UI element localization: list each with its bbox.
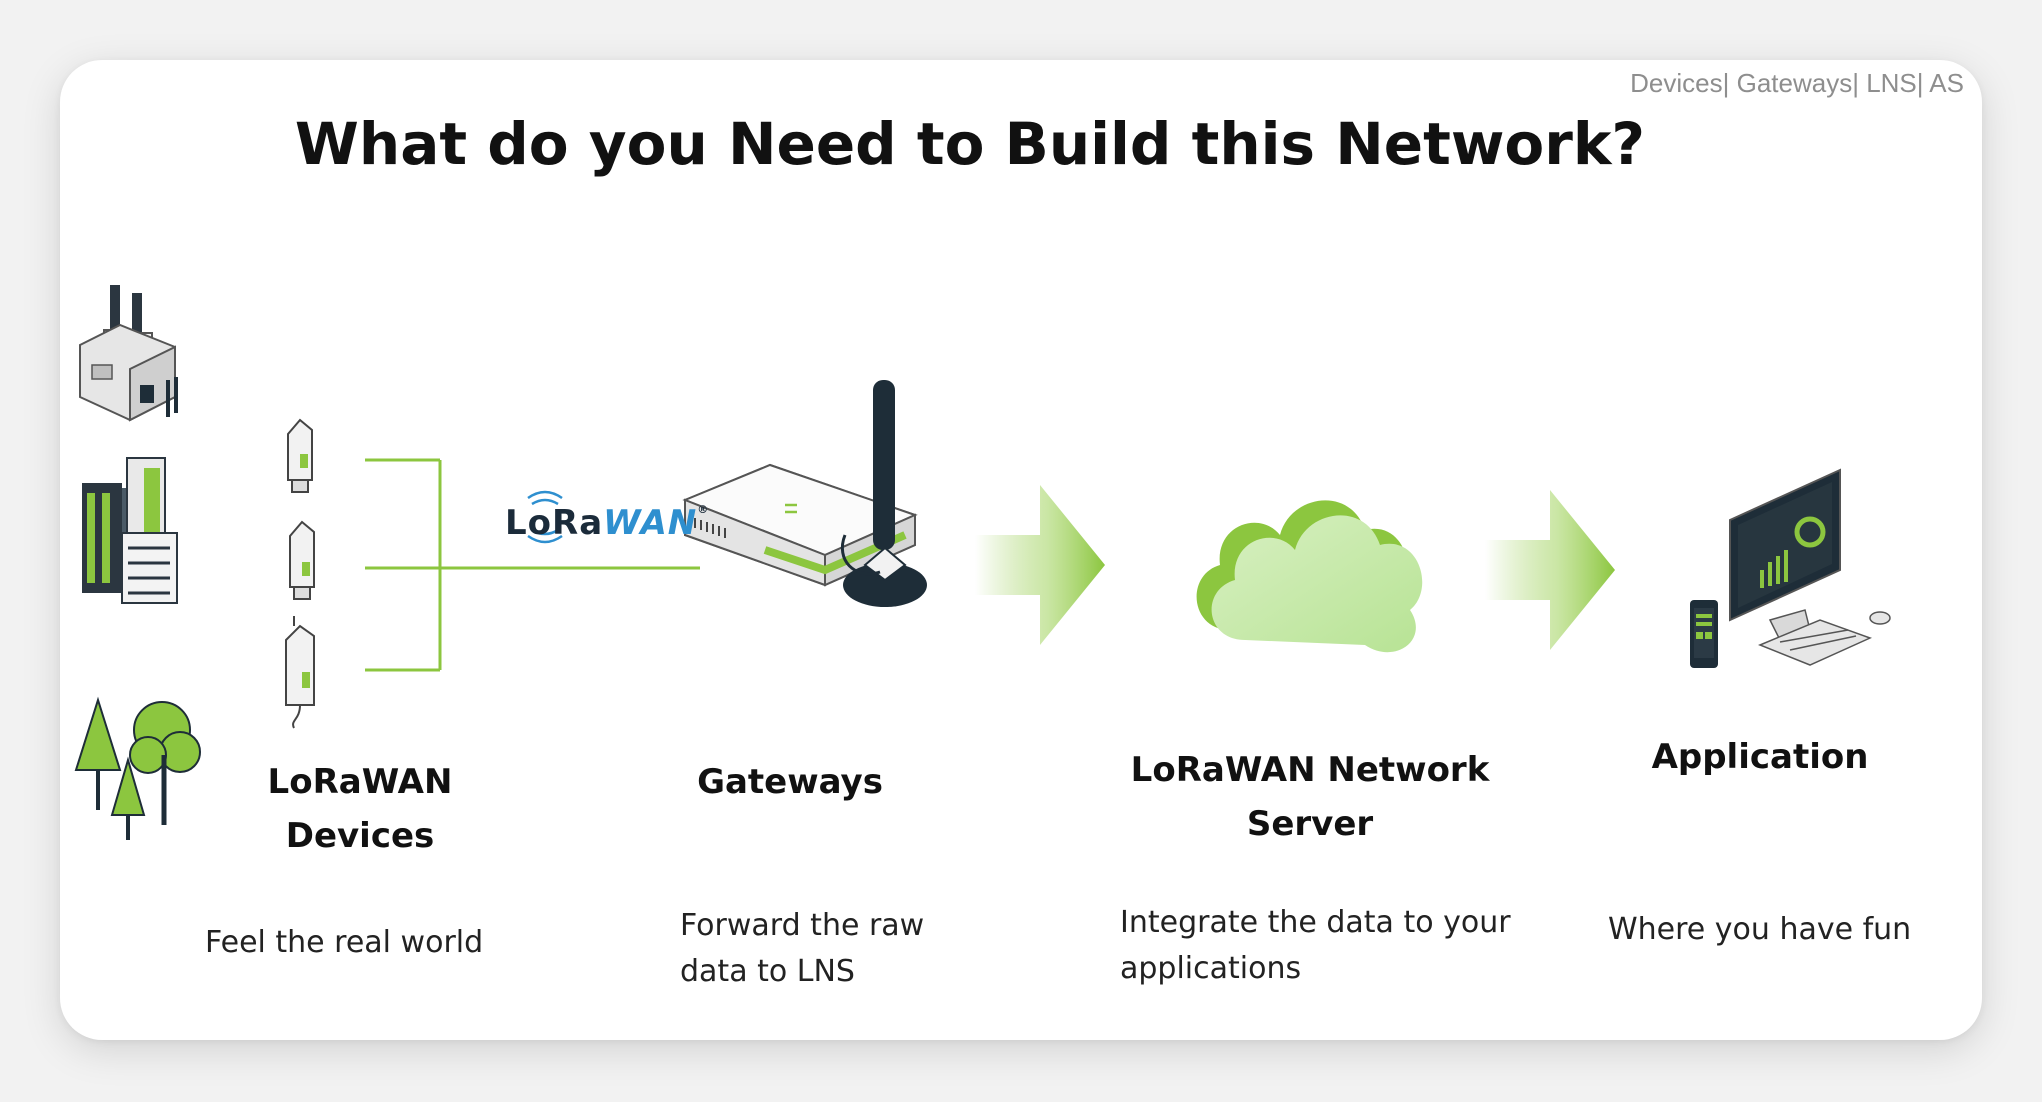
factory-icon bbox=[79, 285, 178, 422]
computer-monitor-icon bbox=[1729, 468, 1891, 666]
slide-card: Devices| Gateways| LNS| AS What do you N… bbox=[60, 60, 1982, 1040]
lorawan-logo: LoRaWAN® bbox=[505, 503, 710, 543]
stage-description-application: Where you have fun bbox=[1608, 912, 1912, 947]
stage-description-devices: Feel the real world bbox=[205, 925, 484, 960]
stage-description-gateways: Forward the raw data to LNS bbox=[680, 908, 925, 989]
connector-lines bbox=[365, 458, 700, 672]
stage-heading-network-server: LoRaWAN Network Server bbox=[1130, 750, 1490, 844]
cloud-icon bbox=[1196, 500, 1423, 653]
trees-icon bbox=[74, 696, 201, 840]
phone-icon bbox=[1690, 600, 1718, 668]
radio-wave-icon bbox=[527, 490, 563, 544]
stage-heading-devices: LoRaWAN Devices bbox=[267, 762, 453, 856]
page-title: What do you Need to Build this Network? bbox=[294, 110, 1646, 178]
stage-heading-application: Application bbox=[1651, 737, 1869, 777]
stage-heading-gateways: Gateways bbox=[697, 762, 883, 802]
sensor-device-icon bbox=[289, 520, 315, 600]
breadcrumb: Devices| Gateways| LNS| AS bbox=[1630, 68, 1964, 98]
network-diagram bbox=[74, 285, 1891, 840]
flow-arrow bbox=[1485, 490, 1615, 650]
sensor-device-icon bbox=[287, 418, 313, 493]
sensor-device-icon bbox=[285, 616, 315, 729]
gateway-icon bbox=[682, 380, 927, 607]
flow-arrow bbox=[975, 485, 1105, 645]
stage-description-network-server: Integrate the data to your applications bbox=[1120, 905, 1511, 986]
city-buildings-icon bbox=[82, 457, 178, 604]
